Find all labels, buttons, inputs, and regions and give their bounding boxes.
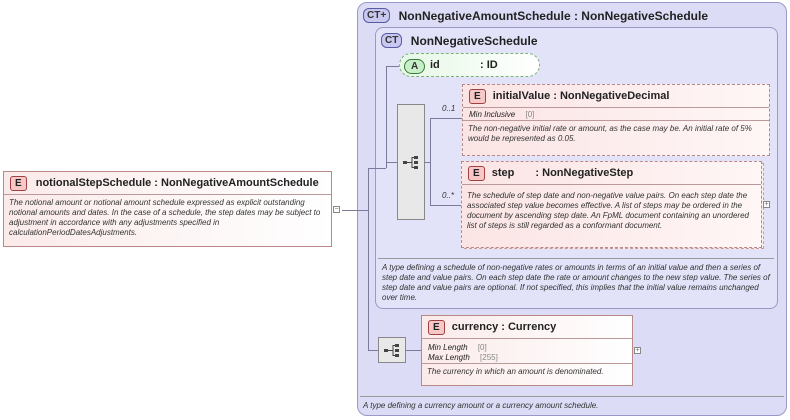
element-icon: E [10,176,27,191]
facet-label: Min Length [428,343,468,352]
inner-type-title: NonNegativeSchedule [410,34,538,48]
connector [368,168,386,169]
step-occurrence: 0..* [442,191,455,200]
attribute-id[interactable]: A id : ID [399,53,540,77]
element-currency[interactable]: E currency : Currency Min Length [0] Max… [421,315,633,386]
sequence-icon [403,156,418,169]
root-description: The notional amount or notional amount s… [9,198,321,237]
currency-header: E currency : Currency [422,316,632,339]
element-icon: E [428,320,445,335]
currency-description: The currency in which an amount is denom… [427,367,604,376]
attribute-icon: A [404,59,426,74]
connector [430,118,431,205]
connector [342,210,369,211]
element-icon: E [468,166,485,181]
facet-value: [0] [477,343,487,352]
facet-value: [255] [480,353,498,362]
outer-type-annotation: A type defining a currency amount or a c… [363,401,599,410]
connector [386,66,399,67]
initial-value-facet: Min Inclusive [0] [463,108,769,121]
complex-type-plus-icon: CT+ [363,8,391,24]
facet-label: Min Inclusive [469,110,516,119]
initial-value-title: initialValue : NonNegativeDecimal [492,90,670,103]
connector [430,118,462,119]
connector [386,162,397,163]
root-header: E notionalStepSchedule : NonNegativeAmou… [4,172,331,195]
inner-type-header: CT NonNegativeSchedule [381,32,538,50]
attribute-type: : ID [480,59,498,71]
outer-type-title: NonNegativeAmountSchedule : NonNegativeS… [398,9,709,23]
initial-value-description: The non-negative initial rate or amount,… [468,124,752,143]
inner-type-annotation: A type defining a schedule of non-negati… [382,263,770,302]
inner-type-annotation-divider [378,258,774,259]
connector [406,350,421,351]
currency-expand-icon[interactable]: + [634,347,641,354]
connector [368,350,378,351]
connector [425,162,431,163]
currency-title: currency : Currency [451,321,557,334]
connector [368,168,369,351]
facet-value: [0] [525,110,535,119]
outer-type-annotation-divider [360,396,784,397]
initial-value-occurrence: 0..1 [442,104,456,113]
currency-facet-min: Min Length [0] [422,339,632,353]
complex-type-icon: CT [381,33,403,49]
step-name: step [491,167,515,180]
step-header: E step : NonNegativeStep [462,162,761,185]
currency-facet-max: Max Length [255] [422,353,632,364]
root-collapse-icon[interactable]: − [333,206,340,213]
connector [430,205,461,206]
step-description: The schedule of step date and non-negati… [467,191,749,230]
element-icon: E [469,89,486,104]
facet-label: Max Length [428,353,470,362]
sequence-compositor[interactable] [397,104,425,220]
currency-sequence-compositor[interactable] [378,337,406,363]
outer-type-header: CT+ NonNegativeAmountSchedule : NonNegat… [363,7,708,25]
sequence-icon [384,344,399,357]
root-title: notionalStepSchedule : NonNegativeAmount… [35,177,319,190]
initial-value-header: E initialValue : NonNegativeDecimal [463,85,769,108]
attribute-name: id [430,59,440,71]
step-expand-icon[interactable]: + [763,201,770,208]
connector [386,66,387,168]
element-notional-step-schedule[interactable]: E notionalStepSchedule : NonNegativeAmou… [3,171,332,247]
step-type: : NonNegativeStep [535,167,634,180]
element-step[interactable]: E step : NonNegativeStep The schedule of… [461,161,762,248]
element-initial-value[interactable]: E initialValue : NonNegativeDecimal Min … [462,84,770,156]
